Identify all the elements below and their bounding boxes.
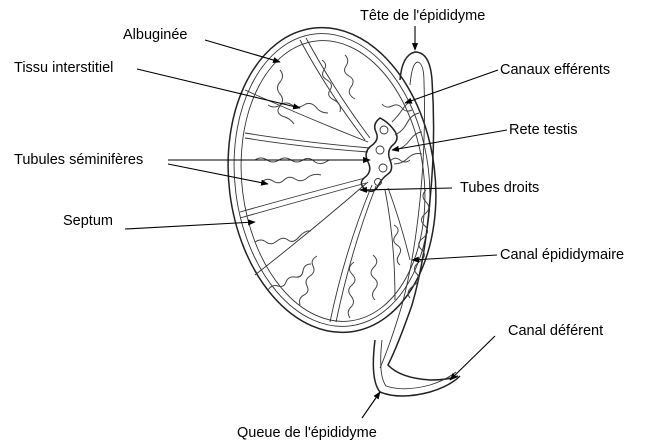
label-queue-epididyme: Queue de l'épididyme <box>237 425 377 441</box>
albuginea-inner <box>218 22 446 337</box>
albuginea-inner-2 <box>225 30 440 332</box>
leader-septum <box>125 222 255 229</box>
label-canal-epididymaire: Canal épididymaire <box>500 247 624 263</box>
tubule <box>255 158 329 164</box>
rete-lumen <box>376 146 384 154</box>
septum-5 <box>330 185 372 322</box>
label-canal-deferent: Canal déférent <box>508 323 603 339</box>
septum-8 <box>388 188 410 260</box>
septum-2 <box>240 178 365 212</box>
septum-4 <box>245 90 368 142</box>
leader-canal-def <box>450 336 495 380</box>
leader-tubules-2 <box>168 164 268 184</box>
label-rete-testis: Rete testis <box>509 122 578 138</box>
tubule <box>268 264 311 290</box>
leader-lines <box>125 26 507 418</box>
label-tubules-seminiferes: Tubules séminifères <box>14 152 143 168</box>
rete-testis <box>361 118 397 191</box>
label-septum: Septum <box>63 213 113 229</box>
septum-2b <box>240 183 366 218</box>
label-canaux-efferents: Canaux efférents <box>500 62 610 78</box>
leader-tubes-droits <box>360 188 452 190</box>
septum-3b <box>306 38 370 138</box>
tubule <box>262 174 321 182</box>
rete-outline <box>361 118 397 191</box>
septum-7 <box>385 190 395 300</box>
label-tissu-interstitiel: Tissu interstitiel <box>14 60 113 76</box>
leader-tissu <box>137 69 300 108</box>
label-albuginee: Albuginée <box>123 27 188 43</box>
septum-3 <box>300 40 365 140</box>
leader-rete <box>392 130 507 150</box>
tubule <box>322 60 340 112</box>
leader-canaux <box>405 70 498 103</box>
septum-5b <box>336 186 376 322</box>
tubule <box>300 256 318 305</box>
tubule <box>345 55 355 99</box>
tubule <box>382 104 412 111</box>
leader-queue <box>362 392 380 418</box>
tubule <box>348 262 355 318</box>
tubule <box>371 255 377 300</box>
tubule <box>278 70 295 124</box>
rete-lumen <box>380 126 388 134</box>
label-tete-epididyme: Tête de l'épididyme <box>360 8 485 24</box>
vas-deferens-inner <box>381 340 456 389</box>
label-tubes-droits: Tubes droits <box>460 180 539 196</box>
tubule <box>394 225 401 265</box>
rete-lumen <box>379 164 387 172</box>
septum-1b <box>245 138 368 152</box>
